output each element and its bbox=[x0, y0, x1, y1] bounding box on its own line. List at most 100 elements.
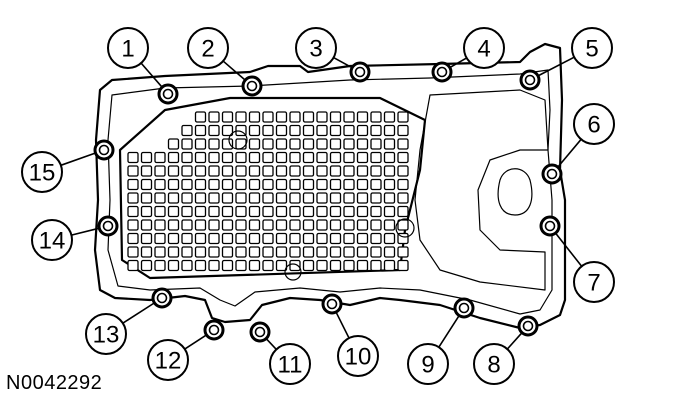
mesh-cell bbox=[194, 151, 207, 164]
mesh-cell bbox=[370, 124, 382, 137]
mesh-cell bbox=[289, 165, 301, 177]
mesh-cell bbox=[397, 124, 409, 137]
mesh-cell bbox=[221, 165, 234, 177]
mesh-cell bbox=[356, 219, 369, 231]
callout-6: 6 bbox=[557, 103, 615, 168]
mesh-cell bbox=[370, 232, 382, 245]
mesh-cell bbox=[383, 205, 396, 218]
mesh-cell bbox=[397, 259, 409, 272]
mesh-cell bbox=[383, 111, 396, 123]
mesh-cell bbox=[316, 124, 328, 137]
mesh-cell bbox=[194, 246, 207, 258]
mesh-cell bbox=[221, 178, 234, 191]
mesh-cell bbox=[343, 151, 355, 164]
leader-line bbox=[506, 332, 523, 350]
mesh-cell bbox=[329, 205, 342, 218]
mesh-cell bbox=[221, 151, 234, 164]
mesh-cell bbox=[181, 232, 193, 245]
mesh-cell bbox=[275, 165, 288, 177]
mesh-cell bbox=[370, 219, 382, 231]
mesh-cell bbox=[167, 138, 180, 150]
mesh-cell bbox=[235, 165, 247, 177]
mesh-cell bbox=[208, 151, 220, 164]
mesh-cell bbox=[289, 138, 301, 150]
mesh-cell bbox=[262, 205, 274, 218]
leader-line bbox=[557, 138, 582, 168]
mesh-cell bbox=[235, 192, 247, 204]
mesh-cell bbox=[248, 232, 261, 245]
mesh-cell bbox=[356, 205, 369, 218]
oil-screen-border bbox=[118, 96, 427, 280]
mesh-cell bbox=[262, 246, 274, 258]
leader-line bbox=[335, 311, 350, 339]
mesh-cell bbox=[154, 178, 166, 191]
bolt-1 bbox=[157, 83, 179, 105]
callout-circle bbox=[31, 219, 73, 261]
mesh-cell bbox=[383, 232, 396, 245]
mesh-cell bbox=[343, 111, 355, 123]
mesh-cell bbox=[356, 111, 369, 123]
pan-sump-drain bbox=[497, 168, 533, 216]
leader-line bbox=[140, 62, 163, 88]
mesh-cell bbox=[289, 219, 301, 231]
mesh-cell bbox=[329, 124, 342, 137]
mesh-cell bbox=[181, 205, 193, 218]
mesh-cell bbox=[289, 232, 301, 245]
mesh-cell bbox=[397, 111, 409, 123]
callout-circle bbox=[107, 27, 149, 69]
mesh-cell bbox=[289, 259, 301, 272]
callout-circle bbox=[187, 27, 229, 69]
mesh-cell bbox=[208, 259, 220, 272]
mesh-cell bbox=[194, 178, 207, 191]
mesh-cell bbox=[316, 165, 328, 177]
callout-circle bbox=[147, 339, 189, 381]
callout-11: 11 bbox=[265, 338, 311, 385]
mesh-cell bbox=[248, 259, 261, 272]
mesh-cell bbox=[329, 219, 342, 231]
mesh-cell bbox=[343, 232, 355, 245]
mesh-cell bbox=[356, 165, 369, 177]
mesh-cell bbox=[221, 259, 234, 272]
mesh-cell bbox=[302, 138, 315, 150]
mesh-cell bbox=[208, 138, 220, 150]
mesh-cell bbox=[181, 192, 193, 204]
bolt-13 bbox=[151, 287, 173, 309]
mesh-cell bbox=[181, 259, 193, 272]
mesh-cell bbox=[289, 205, 301, 218]
mesh-cell bbox=[275, 205, 288, 218]
mesh-cell bbox=[356, 259, 369, 272]
mesh-cell bbox=[343, 124, 355, 137]
mesh-cell bbox=[289, 124, 301, 137]
mesh-cell bbox=[181, 138, 193, 150]
mesh-cell bbox=[275, 192, 288, 204]
mesh-cell bbox=[302, 205, 315, 218]
callout-circle bbox=[473, 343, 515, 385]
mesh-cell bbox=[181, 151, 193, 164]
mesh-cell bbox=[302, 246, 315, 258]
mesh-cell bbox=[208, 192, 220, 204]
callout-number: 3 bbox=[309, 36, 322, 63]
callout-number: 14 bbox=[39, 228, 66, 255]
callout-number: 4 bbox=[477, 36, 490, 63]
callout-13: 13 bbox=[85, 302, 155, 355]
mesh-cell bbox=[343, 205, 355, 218]
mesh-cell bbox=[208, 205, 220, 218]
leader-line bbox=[265, 338, 277, 350]
mesh-cell bbox=[289, 111, 301, 123]
mesh-cell bbox=[221, 219, 234, 231]
mesh-cell bbox=[316, 151, 328, 164]
callout-number: 5 bbox=[585, 36, 598, 63]
leader-line bbox=[449, 57, 468, 69]
mesh-cell bbox=[248, 111, 261, 123]
mesh-cell bbox=[208, 232, 220, 245]
callout-8: 8 bbox=[473, 332, 523, 385]
bolt-7 bbox=[539, 215, 561, 237]
mesh-cell bbox=[397, 192, 409, 204]
mesh-cell bbox=[343, 259, 355, 272]
leader-line bbox=[71, 227, 100, 236]
mesh-cell bbox=[356, 192, 369, 204]
mesh-cell bbox=[248, 124, 261, 137]
mesh-cell bbox=[316, 178, 328, 191]
mesh-cell bbox=[248, 192, 261, 204]
mesh-cell bbox=[343, 219, 355, 231]
